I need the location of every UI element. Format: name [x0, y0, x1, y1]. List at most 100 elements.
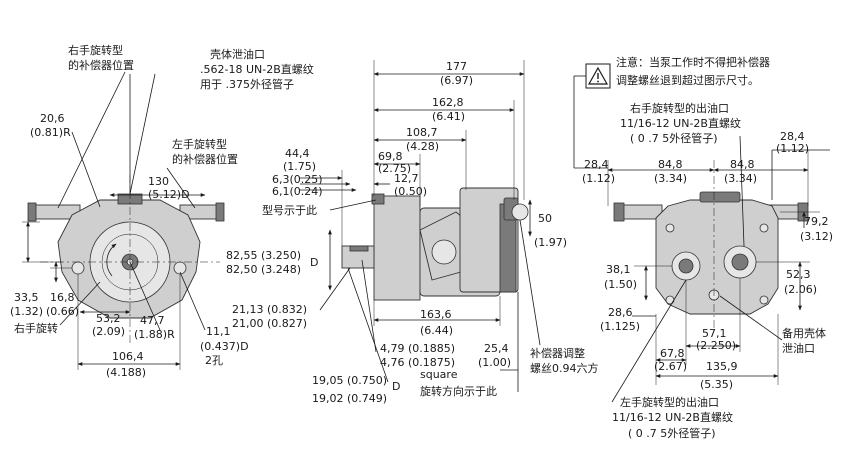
dim-135-in: (5.35)	[700, 378, 733, 391]
dim-69-mm: 69,8	[378, 150, 403, 163]
label-case-drain-3: 用于 .375外径管子	[200, 77, 294, 91]
label-comp-adj-1: 补偿器调整	[530, 346, 585, 360]
dim-57-mm: 57,1	[702, 327, 727, 340]
leader-lh-comp	[166, 167, 196, 209]
label-lh-out-3: ( 0 .7 5外径管子)	[628, 426, 716, 440]
leader-rh-comp	[57, 71, 126, 209]
dim-25-in: (1.00)	[478, 356, 511, 369]
dim-284b-mm: 28,4	[780, 130, 805, 143]
dim-284a-in: (1.12)	[582, 172, 615, 185]
note-line-2: 调整螺丝退到超过图示尺寸。	[616, 73, 759, 87]
dim-8255-suffix: D	[310, 256, 318, 269]
dim-50-mm: 50	[538, 212, 552, 225]
label-square: square	[420, 368, 458, 381]
dim-8255: 82,55 (3.250)	[226, 249, 301, 262]
dim-284b-in: (1.12)	[776, 142, 809, 155]
dim-848a-in: (3.34)	[654, 172, 687, 185]
leader-model	[329, 199, 377, 211]
label-lh-out-2: 11/16-12 UN-2B直螺纹	[612, 410, 733, 424]
dim-130-in: (5.12)D	[148, 188, 190, 201]
label-rh-comp-1: 右手旋转型	[68, 43, 123, 57]
dim-16-mm: 16,8	[50, 291, 75, 304]
dim-38-in: (1.50)	[604, 278, 637, 291]
leader-radius	[71, 131, 101, 208]
dim-radius-in: (0.81)R	[30, 126, 71, 139]
dim-50-in: (1.97)	[534, 236, 567, 249]
dim-163-mm: 163,6	[420, 308, 452, 321]
mounting-flange-side	[373, 195, 421, 301]
label-model: 型号示于此	[262, 203, 317, 217]
dim-44-mm: 44,4	[285, 147, 310, 160]
dim-12-mm: 12,7	[394, 172, 419, 185]
dim-47-mm: 47,7	[140, 314, 165, 327]
label-spare-2: 泄油口	[782, 341, 815, 355]
dim-53-in: (2.09)	[92, 325, 125, 338]
dim-476: 4,76 (0.1875)	[380, 356, 455, 369]
dim-44-in: (1.75)	[283, 160, 316, 173]
dim-33-in: (1.32)	[10, 305, 43, 318]
dim-79-mm: 79,2	[804, 215, 829, 228]
note-line-1: 注意：当泵工作时不得把补偿器	[616, 55, 770, 69]
dim-8250: 82,50 (3.248)	[226, 263, 301, 276]
dim-11-mm: 11,1	[206, 325, 231, 338]
label-holes: 2孔	[205, 354, 223, 367]
label-rot-dir: 旋转方向示于此	[420, 384, 497, 398]
dim-1905-suffix: D	[392, 380, 400, 393]
dim-1902: 19,02 (0.749)	[312, 392, 387, 405]
dim-286-in: (1.125)	[600, 320, 640, 333]
dim-67-in: (2.67)	[654, 360, 687, 373]
dim-1905: 19,05 (0.750)	[312, 374, 387, 387]
dim-radius-mm: 20,6	[40, 112, 65, 125]
lh-compensator-nut	[215, 202, 225, 222]
label-case-drain-2: .562-18 UN-2B直螺纹	[200, 62, 314, 76]
mount-hole-left	[71, 261, 85, 275]
rear-comp-left-nut	[613, 202, 625, 222]
dim-286-mm: 28,6	[608, 306, 633, 319]
body-port	[431, 239, 457, 265]
label-rh-comp-2: 的补偿器位置	[68, 58, 134, 72]
dim-52-in: (2.06)	[784, 283, 817, 296]
dim-47-in: (1.88)R	[134, 328, 175, 341]
label-rh-out-3: ( 0 .7 5外径管子)	[630, 131, 718, 145]
dim-33-mm: 33,5	[14, 291, 39, 304]
dim-11-in: (0.437)D	[200, 340, 249, 353]
dim-2113: 21,13 (0.832)	[232, 303, 307, 316]
shaft-key	[349, 245, 369, 252]
model-plate	[371, 193, 385, 205]
dim-130-mm: 130	[148, 175, 169, 188]
label-rh-out-1: 右手旋转型的出油口	[630, 101, 729, 115]
leader-spare	[719, 295, 783, 341]
label-rh-rot: 右手旋转	[14, 321, 58, 335]
label-lh-comp-1: 左手旋转型	[172, 137, 227, 151]
dim-61: 6,1(0.24)	[272, 185, 323, 198]
bolt-3	[665, 295, 675, 305]
dim-108-mm: 108,7	[406, 126, 438, 139]
rear-cover	[655, 199, 779, 315]
rotation-arrow	[106, 243, 117, 277]
dim-52-mm: 52,3	[786, 268, 811, 281]
dim-79-in: (3.12)	[800, 230, 833, 243]
dim-284a-mm: 28,4	[584, 158, 609, 171]
dim-25-mm: 25,4	[484, 342, 509, 355]
outlet-port-right-inner	[731, 253, 749, 271]
dim-177-mm: 177	[446, 60, 467, 73]
dim-479: 4,79 (0.1885)	[380, 342, 455, 355]
dim-2100: 21,00 (0.827)	[232, 317, 307, 330]
rear-top-boss	[699, 191, 741, 203]
dim-848b-in: (3.34)	[724, 172, 757, 185]
dim-162-mm: 162,8	[432, 96, 464, 109]
warning-triangle-icon	[585, 63, 611, 89]
label-spare-1: 备用壳体	[782, 326, 826, 340]
dim-108-in: (4.28)	[406, 140, 439, 153]
bolt-2	[759, 223, 769, 233]
dim-163-in: (6.44)	[420, 324, 453, 337]
dim-106-in: (4.188)	[106, 366, 146, 379]
dim-162-in: (6.41)	[432, 110, 465, 123]
label-lh-out-1: 左手旋转型的出油口	[620, 395, 719, 409]
dim-63: 6,3(0.25)	[272, 173, 323, 186]
dim-135-mm: 135,9	[706, 360, 738, 373]
leader-47	[129, 261, 161, 331]
dim-16-in: (0.66)	[46, 305, 79, 318]
leader-rh-out	[739, 135, 745, 247]
